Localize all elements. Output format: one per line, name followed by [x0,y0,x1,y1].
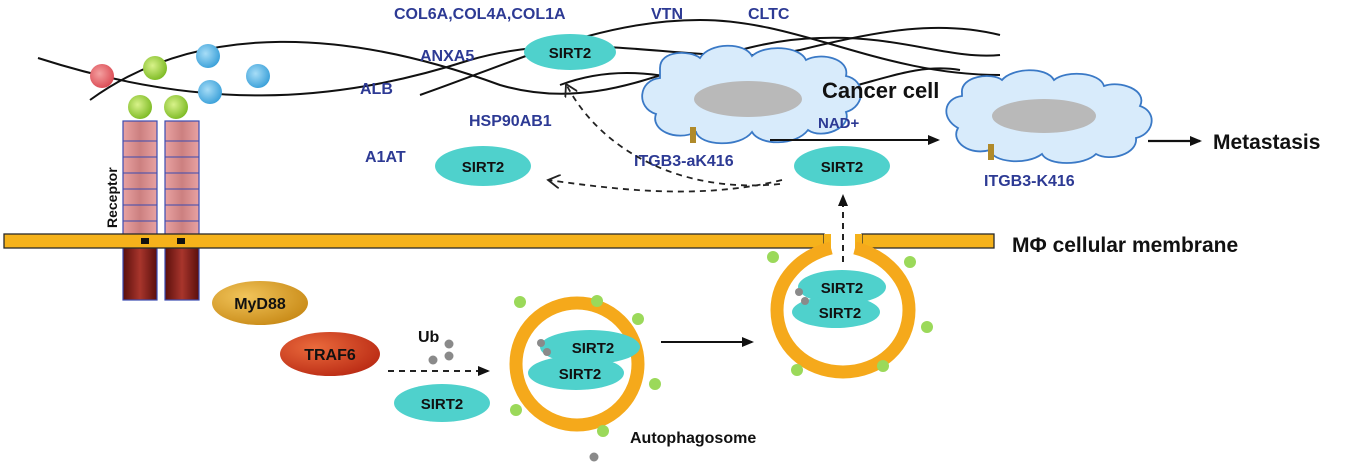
secretory-autophagosome: SIRT2 SIRT2 [767,241,933,379]
label-a1at: A1AT [365,149,406,166]
dashed-arrow-to-a1at [548,180,783,193]
itgb3-acetyl-label: ITGB3-aK416 [634,153,734,170]
ligand-blue-icon [196,44,220,68]
sirt2-secreted: SIRT2 [794,146,890,186]
label-anxa5: ANXA5 [420,48,474,65]
label-col: COL6A,COL4A,COL1A [394,6,566,23]
myd88-label: MyD88 [234,296,286,313]
ub-dot-icon [589,452,599,462]
ub-dot-icon [428,355,438,365]
receptor-label: Receptor [104,167,120,228]
ub-dot-icon [444,339,454,349]
label-alb: ALB [360,81,393,98]
sirt2-label: SIRT2 [559,366,602,383]
metastasis-label: Metastasis [1213,131,1320,154]
cancer-cell-deacetylated [945,69,1153,164]
traf6-node: TRAF6 [280,332,380,376]
sirt2-cytoplasm: SIRT2 [394,384,490,422]
label-vtn: VTN [651,6,683,23]
sirt2-label: SIRT2 [549,45,592,62]
macrophage-membrane [3,233,995,249]
receptor-right [164,120,200,301]
autophagosome: SIRT2 SIRT2 [509,295,661,437]
sirt2-label: SIRT2 [421,396,464,413]
sirt2-label: SIRT2 [819,305,862,322]
autophagosome-label: Autophagosome [630,430,756,447]
cancer-cell-acetylated [641,44,862,145]
label-hsp90ab1: HSP90AB1 [469,113,552,130]
label-cltc: CLTC [748,6,790,23]
ligand-spheres [90,44,270,119]
ligand-red-icon [90,64,114,88]
cancer-cell-label: Cancer cell [822,78,939,103]
nad-label: NAD+ [818,115,859,132]
sirt2-label: SIRT2 [572,340,615,357]
ligand-green-icon [164,95,188,119]
membrane-label: MΦ cellular membrane [1012,234,1238,257]
sirt2-label: SIRT2 [462,159,505,176]
receptor: Receptor [104,120,200,301]
sirt2-label: SIRT2 [821,280,864,297]
ligand-blue-icon [198,80,222,104]
ub-dot-icon [444,351,454,361]
sirt2-free: SIRT2 [435,146,531,186]
itgb3-deacetyl-label: ITGB3-K416 [984,173,1075,190]
dashed-arrow-to-ecm [566,84,781,187]
sirt2-ecm: SIRT2 [524,34,616,70]
ligand-blue-icon [246,64,270,88]
myd88-node: MyD88 [212,281,308,325]
sirt2-label: SIRT2 [821,159,864,176]
receptor-left [122,120,158,301]
traf6-label: TRAF6 [304,347,356,364]
ub-label: Ub [418,329,440,346]
ligand-green-icon [128,95,152,119]
ligand-green-icon [143,56,167,80]
